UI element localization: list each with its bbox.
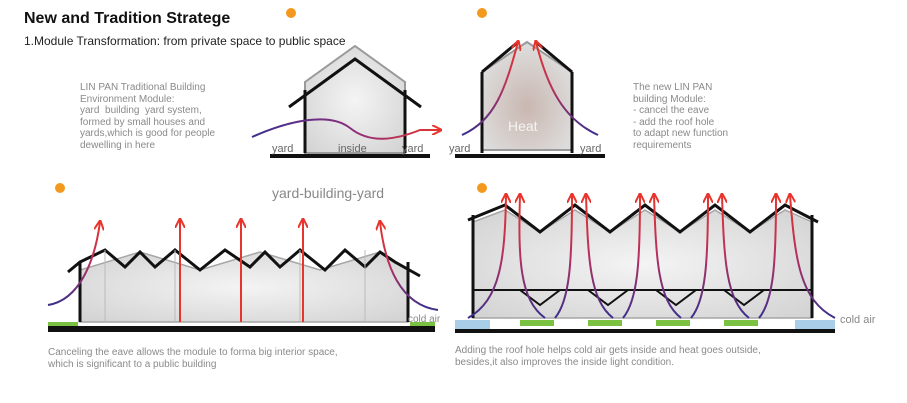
yard-label-right: yard xyxy=(402,143,423,155)
marker-dot-2 xyxy=(477,8,487,18)
marker-dot-1 xyxy=(286,8,296,18)
page-title: New and Tradition Stratege xyxy=(24,10,231,27)
yard-label-new-right: yard xyxy=(580,143,601,155)
new-module-diagram: Heat yard yard xyxy=(449,42,605,158)
note-new-module: The new LIN PAN building Module: - cance… xyxy=(633,82,729,151)
cold-air-label-left: cold air xyxy=(408,314,441,325)
roof-hole-diagram: cold air xyxy=(455,195,876,333)
marker-dot-4 xyxy=(477,183,487,193)
cold-air-label-right: cold air xyxy=(840,314,876,326)
inside-label: inside xyxy=(338,143,367,155)
note-canceling-eave: Canceling the eave allows the module to … xyxy=(48,347,338,370)
section-subtitle: 1.Module Transformation: from private sp… xyxy=(24,34,346,48)
heat-label: Heat xyxy=(508,118,538,134)
marker-dot-3 xyxy=(55,183,65,193)
yard-label-new-left: yard xyxy=(449,143,470,155)
traditional-module-diagram: yard inside yard xyxy=(251,44,440,158)
yard-building-yard-diagram: yard-building-yard cold air xyxy=(47,185,441,332)
yard-label-left: yard xyxy=(272,143,293,155)
note-traditional-module: LIN PAN Traditional Building Environment… xyxy=(80,82,216,151)
note-adding-roof-hole: Adding the roof hole helps cold air gets… xyxy=(455,345,761,368)
yard-building-yard-label: yard-building-yard xyxy=(272,185,384,201)
